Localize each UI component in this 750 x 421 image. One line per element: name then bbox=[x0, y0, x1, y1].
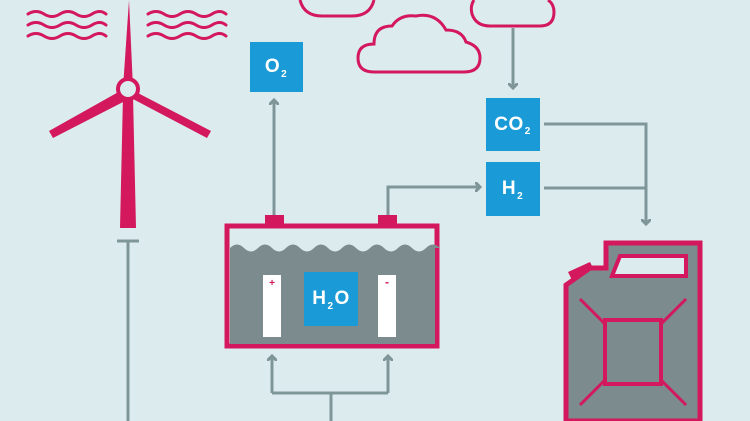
jerry-can-icon bbox=[563, 240, 703, 421]
cloud-icon bbox=[356, 13, 482, 74]
positive-electrode-label: + bbox=[269, 278, 275, 289]
oxygen-subscript: 2 bbox=[281, 68, 288, 80]
arrow-icon bbox=[272, 28, 646, 421]
hydrogen-symbol: H bbox=[501, 178, 517, 199]
wind-lines-left-icon bbox=[26, 10, 108, 40]
wind-turbine-icon bbox=[49, 0, 211, 421]
negative-electrode-label: - bbox=[385, 275, 389, 289]
water-symbol-o: O bbox=[334, 288, 350, 309]
co2-subscript: 2 bbox=[524, 126, 531, 137]
co2-symbol: CO bbox=[494, 113, 524, 135]
cloud-icon bbox=[298, 0, 376, 18]
oxygen-symbol: O bbox=[264, 56, 281, 77]
hydrogen-subscript: 2 bbox=[517, 190, 524, 202]
wind-lines-right-icon bbox=[146, 10, 228, 40]
cloud-icon bbox=[469, 0, 556, 28]
water-subscript: 2 bbox=[327, 300, 334, 312]
water-symbol-h: H bbox=[312, 288, 327, 309]
